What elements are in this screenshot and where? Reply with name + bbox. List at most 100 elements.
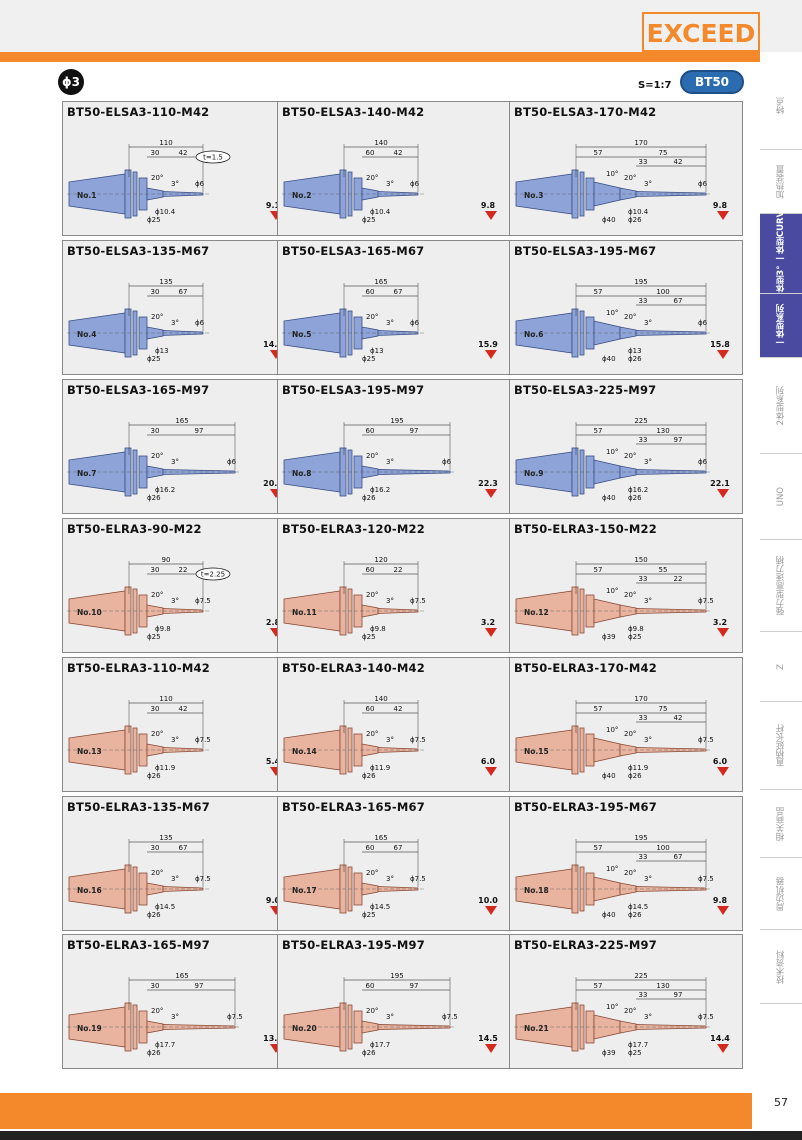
- weight-label: 20.8: [263, 479, 283, 488]
- angle-20-label: 20°: [624, 174, 636, 182]
- sidebar-item-5[interactable]: UNO: [760, 454, 802, 540]
- sidebar-item-label: 加热装置: [776, 164, 786, 199]
- down-arrow-icon: [485, 767, 497, 776]
- dim-a-label: 30: [151, 149, 160, 157]
- down-arrow-icon: [270, 767, 282, 776]
- angle-20-label: 20°: [366, 174, 378, 182]
- dim-d-label: 97: [674, 436, 683, 444]
- card-title: BT50-ELRA3-165-M67: [282, 800, 425, 814]
- angle-20-label: 20°: [151, 313, 163, 321]
- sidebar-item-10[interactable]: 周边机器: [760, 858, 802, 930]
- weight-label: 3.2: [712, 618, 728, 627]
- angle-3-label: 3°: [644, 736, 652, 744]
- dim-b-label: 75: [659, 705, 668, 713]
- down-arrow-icon: [485, 1044, 497, 1053]
- down-arrow-icon: [485, 906, 497, 915]
- angle-3-label: 3°: [386, 319, 394, 327]
- sidebar-item-8[interactable]: 直柄延长杆: [760, 702, 802, 790]
- card-title: BT50-ELSA3-140-M42: [282, 105, 425, 119]
- angle-3-label: 3°: [386, 875, 394, 883]
- dim-length-label: 150: [634, 556, 647, 564]
- sidebar-item-label: Z: [776, 663, 786, 670]
- dim-length-label: 165: [374, 278, 387, 286]
- sidebar-item-2[interactable]: 一体型3° 一体型CURVE: [760, 205, 802, 302]
- angle-3-label: 3°: [171, 458, 179, 466]
- card-title: BT50-ELRA3-195-M97: [282, 938, 425, 952]
- down-arrow-icon: [717, 628, 729, 637]
- sidebar-item-6[interactable]: 强力型高速刀柄: [760, 540, 802, 632]
- t-callout-label: t=1.5: [203, 154, 223, 162]
- angle-20-label: 20°: [366, 1007, 378, 1015]
- sidebar-item-4[interactable]: 2体型系列: [760, 358, 802, 454]
- mid-diameter-label: ϕ14.5: [155, 903, 175, 911]
- base-diameter-label: ϕ25: [362, 216, 376, 224]
- angle-20-label: 20°: [624, 1007, 636, 1015]
- dim-length-label: 165: [175, 972, 188, 980]
- dim-a-label: 57: [594, 427, 603, 435]
- sidebar-item-11[interactable]: 技术资料: [760, 930, 802, 1004]
- logo-underline: [642, 50, 760, 53]
- weight-label: 13.0: [263, 1034, 283, 1043]
- card-title: BT50-ELSA3-195-M67: [514, 244, 657, 258]
- weight-label: 14.7: [263, 340, 283, 349]
- sidebar-item-7[interactable]: Z: [760, 632, 802, 702]
- down-arrow-icon: [485, 350, 497, 359]
- base-diameter-label: ϕ25: [147, 633, 161, 641]
- dim-d-label: 67: [674, 853, 683, 861]
- weight-label: 22.3: [478, 479, 498, 488]
- down-arrow-icon: [485, 489, 497, 498]
- dim-a-label: 57: [594, 844, 603, 852]
- mid-diameter-label: ϕ10.4: [155, 208, 176, 216]
- card-title: BT50-ELRA3-110-M42: [67, 661, 210, 675]
- angle-20-label: 20°: [151, 174, 163, 182]
- base-diameter-label: ϕ25: [147, 355, 161, 363]
- tool-number-label: No.13: [77, 747, 102, 756]
- down-arrow-icon: [270, 906, 282, 915]
- card-title: BT50-ELRA3-135-M67: [67, 800, 210, 814]
- mid-diameter-label: ϕ11.9: [370, 764, 390, 772]
- sidebar-item-label: UNO: [776, 486, 786, 507]
- dim-length-label: 135: [159, 278, 172, 286]
- small-diameter-label: ϕ7.5: [195, 597, 211, 605]
- base-diameter-label: ϕ26: [147, 1049, 161, 1057]
- angle-10-label: 10°: [606, 309, 618, 317]
- sidebar-item-3[interactable]: 一体型系列: [760, 294, 802, 358]
- tool-number-label: No.2: [292, 191, 312, 200]
- dim-a-label: 57: [594, 566, 603, 574]
- sidebar-item-0[interactable]: 特点: [760, 62, 802, 150]
- sidebar-item-1[interactable]: 加热装置: [760, 150, 802, 214]
- small-diameter-label: ϕ7.5: [698, 875, 714, 883]
- sidebar-item-9[interactable]: 相关商品: [760, 790, 802, 858]
- dim-c-label: 33: [639, 575, 648, 583]
- dim-b-label: 130: [656, 427, 669, 435]
